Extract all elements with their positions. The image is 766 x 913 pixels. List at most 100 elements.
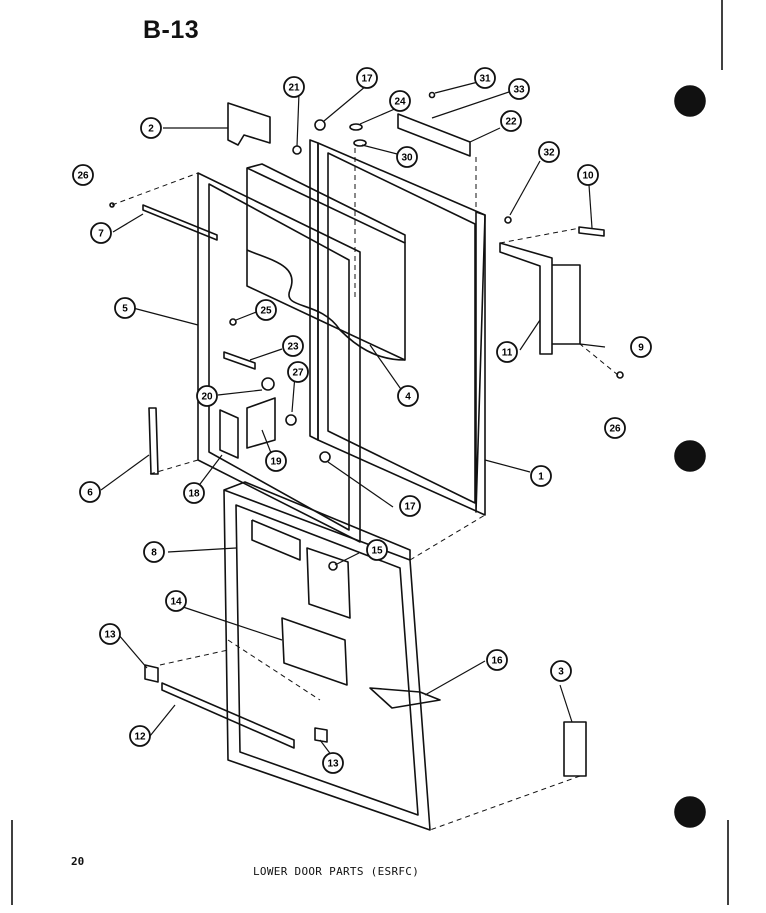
page-number: 20 xyxy=(71,855,85,868)
callout-label: 30 xyxy=(401,153,413,164)
callout-bubble xyxy=(99,623,121,645)
callout-30: 30 xyxy=(396,146,418,168)
callout-24: 24 xyxy=(389,90,411,112)
callout-label: 10 xyxy=(582,171,594,182)
side-trim-strip-part xyxy=(148,407,159,475)
callout-label: 19 xyxy=(270,457,282,468)
door-liner-panel-part xyxy=(246,163,406,361)
callout-label: 5 xyxy=(122,304,128,315)
callout-12: 12 xyxy=(129,725,151,747)
callout-21: 21 xyxy=(283,76,305,98)
callout-4: 4 xyxy=(397,385,419,407)
callout-label: 26 xyxy=(609,424,621,435)
hinge-plate-part xyxy=(281,617,348,686)
callout-bubble xyxy=(165,590,187,612)
callout-label: 12 xyxy=(134,732,146,743)
callout-label: 15 xyxy=(371,546,383,557)
callout-label: 4 xyxy=(405,392,411,403)
callout-bubble xyxy=(630,336,652,358)
callout-label: 7 xyxy=(98,229,104,240)
callout-bubble xyxy=(500,110,522,132)
callout-10: 10 xyxy=(577,164,599,186)
callout-label: 21 xyxy=(288,83,300,94)
callout-3: 3 xyxy=(550,660,572,682)
callout-bubble xyxy=(538,141,560,163)
callout-label: 8 xyxy=(151,548,157,559)
page-title: B-13 xyxy=(143,16,200,44)
callout-13: 13 xyxy=(99,623,121,645)
callout-bubble xyxy=(282,335,304,357)
punch-hole-icon xyxy=(674,85,706,117)
hinge-clip-part xyxy=(144,664,159,683)
callout-label: 26 xyxy=(77,171,89,182)
leader-lines xyxy=(100,81,606,761)
callout-17: 17 xyxy=(356,67,378,89)
callout-33: 33 xyxy=(508,78,530,100)
callout-bubble xyxy=(474,67,496,89)
callout-bubble xyxy=(550,660,572,682)
screw-part xyxy=(292,145,302,155)
callout-5: 5 xyxy=(114,297,136,319)
callout-label: 11 xyxy=(502,348,513,359)
callout-26: 26 xyxy=(72,164,94,186)
callout-9: 9 xyxy=(630,336,652,358)
callout-bubble xyxy=(72,164,94,186)
callout-bubble xyxy=(396,146,418,168)
hinge-clip-part xyxy=(314,727,328,743)
callout-22: 22 xyxy=(500,110,522,132)
callout-label: 2 xyxy=(148,124,154,135)
door-outer-frame-part xyxy=(309,139,486,516)
callout-bubble xyxy=(604,417,626,439)
callout-bubble xyxy=(265,450,287,472)
callout-16: 16 xyxy=(486,649,508,671)
small-bracket-part xyxy=(223,351,256,370)
callout-label: 24 xyxy=(394,97,406,108)
callout-label: 25 xyxy=(260,306,272,317)
top-hinge-plate-part xyxy=(397,113,471,157)
callout-18: 18 xyxy=(183,482,205,504)
door-stop-bracket-part xyxy=(499,242,581,355)
callout-label: 17 xyxy=(404,502,416,513)
callout-bubble xyxy=(287,361,309,383)
callout-label: 13 xyxy=(104,630,116,641)
callout-bubble xyxy=(530,465,552,487)
screw-part xyxy=(229,318,237,326)
top-trim-strip-part xyxy=(142,204,218,241)
callout-17: 17 xyxy=(399,495,421,517)
callout-13: 13 xyxy=(322,752,344,774)
callout-bubble xyxy=(389,90,411,112)
figure-caption: LOWER DOOR PARTS (ESRFC) xyxy=(253,865,420,878)
alignment-lines xyxy=(111,148,619,831)
callout-20: 20 xyxy=(196,385,218,407)
bottom-trim-strip-part xyxy=(161,682,295,749)
callout-bubble xyxy=(496,341,518,363)
lower-door-panel-part xyxy=(223,481,431,831)
callout-bubble xyxy=(577,164,599,186)
callout-label: 16 xyxy=(491,656,503,667)
screw-part xyxy=(109,202,115,208)
callout-26: 26 xyxy=(604,417,626,439)
callout-label: 23 xyxy=(287,342,299,353)
callout-label: 6 xyxy=(87,488,93,499)
shim-part xyxy=(578,226,605,237)
callout-bubble xyxy=(140,117,162,139)
callout-group: 1234567891011121313141516171718192021222… xyxy=(72,67,652,774)
door-gasket-frame-part xyxy=(197,172,361,543)
callout-label: 20 xyxy=(201,392,213,403)
screw-part xyxy=(504,216,512,224)
callout-bubble xyxy=(366,539,388,561)
callout-bubble xyxy=(196,385,218,407)
callout-label: 17 xyxy=(361,74,373,85)
callout-8: 8 xyxy=(143,541,165,563)
callout-bubble xyxy=(283,76,305,98)
callout-27: 27 xyxy=(287,361,309,383)
callout-bubble xyxy=(129,725,151,747)
callout-label: 3 xyxy=(558,667,564,678)
insulation-block-part xyxy=(563,721,587,777)
screw-part xyxy=(428,91,436,99)
callout-31: 31 xyxy=(474,67,496,89)
washer-part xyxy=(349,123,363,131)
callout-bubble xyxy=(486,649,508,671)
